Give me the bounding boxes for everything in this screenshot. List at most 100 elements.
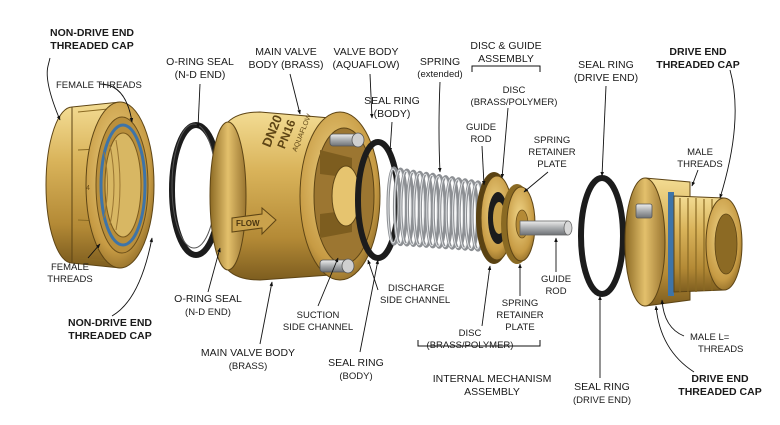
svg-text:SIDE CHANNEL: SIDE CHANNEL: [283, 322, 353, 333]
label-disc-top: DISC (BRASS/POLYMER): [471, 85, 558, 108]
svg-text:RETAINER: RETAINER: [528, 147, 575, 158]
drive-end-cap: [624, 177, 743, 307]
svg-text:THREADS: THREADS: [677, 159, 722, 170]
label-female-threads-top: FEMALE THREADS: [56, 80, 142, 91]
label-discharge-channel: DISCHARGE SIDE CHANNEL: [380, 283, 450, 306]
label-nd-cap-bottom: NON-DRIVE END THREADED CAP: [68, 317, 152, 342]
spring-coil-highlight: [465, 181, 476, 249]
svg-text:MAIN VALVE: MAIN VALVE: [255, 46, 316, 58]
svg-text:NON-DRIVE END: NON-DRIVE END: [50, 27, 134, 39]
spring-coil-highlight: [394, 169, 405, 245]
svg-text:(extended): (extended): [417, 69, 462, 80]
spring-coil-highlight: [445, 178, 457, 248]
svg-text:(DRIVE END): (DRIVE END): [574, 72, 638, 84]
label-valve-body-top: VALVE BODY (AQUAFLOW): [332, 46, 399, 71]
svg-text:INTERNAL MECHANISM: INTERNAL MECHANISM: [433, 373, 552, 385]
svg-text:GUIDE: GUIDE: [466, 122, 496, 133]
label-seal-ring-drive-top: SEAL RING (DRIVE END): [574, 59, 638, 84]
label-male-threads-bottom: MALE L= THREADS: [690, 332, 743, 355]
svg-text:VALVE BODY: VALVE BODY: [334, 46, 399, 58]
svg-text:SEAL RING: SEAL RING: [328, 357, 384, 369]
disc-guide-bracket: [471, 65, 541, 72]
label-nd-cap-top: NON-DRIVE END THREADED CAP: [50, 27, 134, 52]
svg-text:SEAL RING: SEAL RING: [574, 381, 630, 393]
label-suction-channel: SUCTION SIDE CHANNEL: [283, 310, 353, 333]
svg-text:BODY (BRASS): BODY (BRASS): [248, 59, 323, 71]
svg-text:ROD: ROD: [470, 134, 491, 145]
svg-text:(BRASS/POLYMER): (BRASS/POLYMER): [427, 340, 514, 351]
label-main-body-bottom: MAIN VALVE BODY (BRASS): [201, 347, 295, 372]
svg-text:ASSEMBLY: ASSEMBLY: [464, 386, 520, 398]
svg-text:(BODY): (BODY): [339, 371, 372, 382]
label-internal-mech: INTERNAL MECHANISM ASSEMBLY: [433, 373, 552, 398]
svg-text:SIDE CHANNEL: SIDE CHANNEL: [380, 295, 450, 306]
spring-coil-highlight: [413, 172, 425, 246]
svg-text:MALE: MALE: [687, 147, 713, 158]
label-seal-ring-drive-bottom: SEAL RING (DRIVE END): [573, 381, 631, 406]
flow-arrow: FLOW: [231, 206, 277, 236]
svg-text:THREADED CAP: THREADED CAP: [68, 330, 151, 342]
svg-text:PLATE: PLATE: [505, 322, 534, 333]
svg-text:SEAL RING: SEAL RING: [364, 95, 420, 107]
svg-text:O-RING SEAL: O-RING SEAL: [166, 56, 234, 68]
svg-text:FLOW: FLOW: [236, 219, 260, 228]
svg-text:(DRIVE END): (DRIVE END): [573, 395, 631, 406]
svg-text:FEMALE: FEMALE: [51, 262, 89, 273]
label-spring-retainer-top: SPRING RETAINER PLATE: [528, 135, 575, 170]
svg-text:FEMALE THREADS: FEMALE THREADS: [56, 80, 142, 91]
svg-text:DRIVE END: DRIVE END: [669, 46, 727, 58]
svg-text:(BODY): (BODY): [374, 108, 411, 120]
non-drive-end-cap: 4: [45, 101, 155, 269]
svg-text:THREADED CAP: THREADED CAP: [678, 386, 761, 398]
label-disc-bottom: DISC (BRASS/POLYMER): [427, 328, 514, 351]
label-main-body-top: MAIN VALVE BODY (BRASS): [248, 46, 323, 71]
spring-coil-highlight: [426, 174, 438, 247]
svg-text:(N-D END): (N-D END): [185, 307, 231, 318]
svg-text:ASSEMBLY: ASSEMBLY: [478, 53, 534, 65]
label-spring-top: SPRING (extended): [417, 56, 462, 80]
body-bolt-top: [329, 132, 365, 148]
spring-coil-highlight: [419, 173, 431, 246]
svg-text:(BRASS): (BRASS): [229, 361, 268, 372]
label-disc-guide-top: DISC & GUIDE ASSEMBLY: [470, 40, 541, 65]
svg-text:THREADS: THREADS: [698, 344, 743, 355]
svg-text:THREADED CAP: THREADED CAP: [656, 59, 739, 71]
svg-text:(BRASS/POLYMER): (BRASS/POLYMER): [471, 97, 558, 108]
spring-coil-highlight: [387, 168, 399, 244]
spring: [386, 166, 486, 252]
svg-text:(N-D END): (N-D END): [175, 69, 226, 81]
svg-text:RETAINER: RETAINER: [496, 310, 543, 321]
main-valve-body: DN20 PN16 AQUAFLOW FLOW: [209, 111, 381, 281]
label-oring-bottom: O-RING SEAL (N-D END): [174, 293, 242, 318]
svg-text:(AQUAFLOW): (AQUAFLOW): [332, 59, 399, 71]
svg-text:DISC & GUIDE: DISC & GUIDE: [470, 40, 541, 52]
label-seal-ring-body-bottom: SEAL RING (BODY): [328, 357, 384, 382]
svg-text:O-RING SEAL: O-RING SEAL: [174, 293, 242, 305]
svg-text:GUIDE: GUIDE: [541, 274, 571, 285]
spring-coil-highlight: [439, 177, 451, 248]
svg-text:MAIN VALVE BODY: MAIN VALVE BODY: [201, 347, 295, 359]
svg-text:DISC: DISC: [459, 328, 482, 339]
label-spring-retainer-bottom: SPRING RETAINER PLATE: [496, 298, 543, 333]
spring-coil-highlight: [452, 179, 464, 249]
cap-stamp: 4: [86, 185, 90, 192]
label-guide-rod-top: GUIDE ROD: [466, 122, 496, 145]
label-female-threads-bottom: FEMALE THREADS: [47, 262, 92, 285]
svg-text:SPRING: SPRING: [420, 56, 460, 68]
label-male-threads-top: MALE THREADS: [677, 147, 722, 170]
svg-text:SPRING: SPRING: [502, 298, 538, 309]
spring-coil-highlight: [406, 171, 418, 245]
svg-text:NON-DRIVE END: NON-DRIVE END: [68, 317, 152, 329]
seal-ring-drive-end: [578, 175, 626, 297]
spring-coil-highlight: [458, 180, 470, 249]
guide-rod: [519, 220, 573, 236]
spring-coil-highlight: [400, 170, 412, 245]
svg-text:SEAL RING: SEAL RING: [578, 59, 634, 71]
svg-text:DISC: DISC: [503, 85, 526, 96]
label-drive-cap-top: DRIVE END THREADED CAP: [656, 46, 739, 71]
label-guide-rod-bottom: GUIDE ROD: [541, 274, 571, 297]
svg-text:DRIVE END: DRIVE END: [691, 373, 749, 385]
svg-text:PLATE: PLATE: [537, 159, 566, 170]
